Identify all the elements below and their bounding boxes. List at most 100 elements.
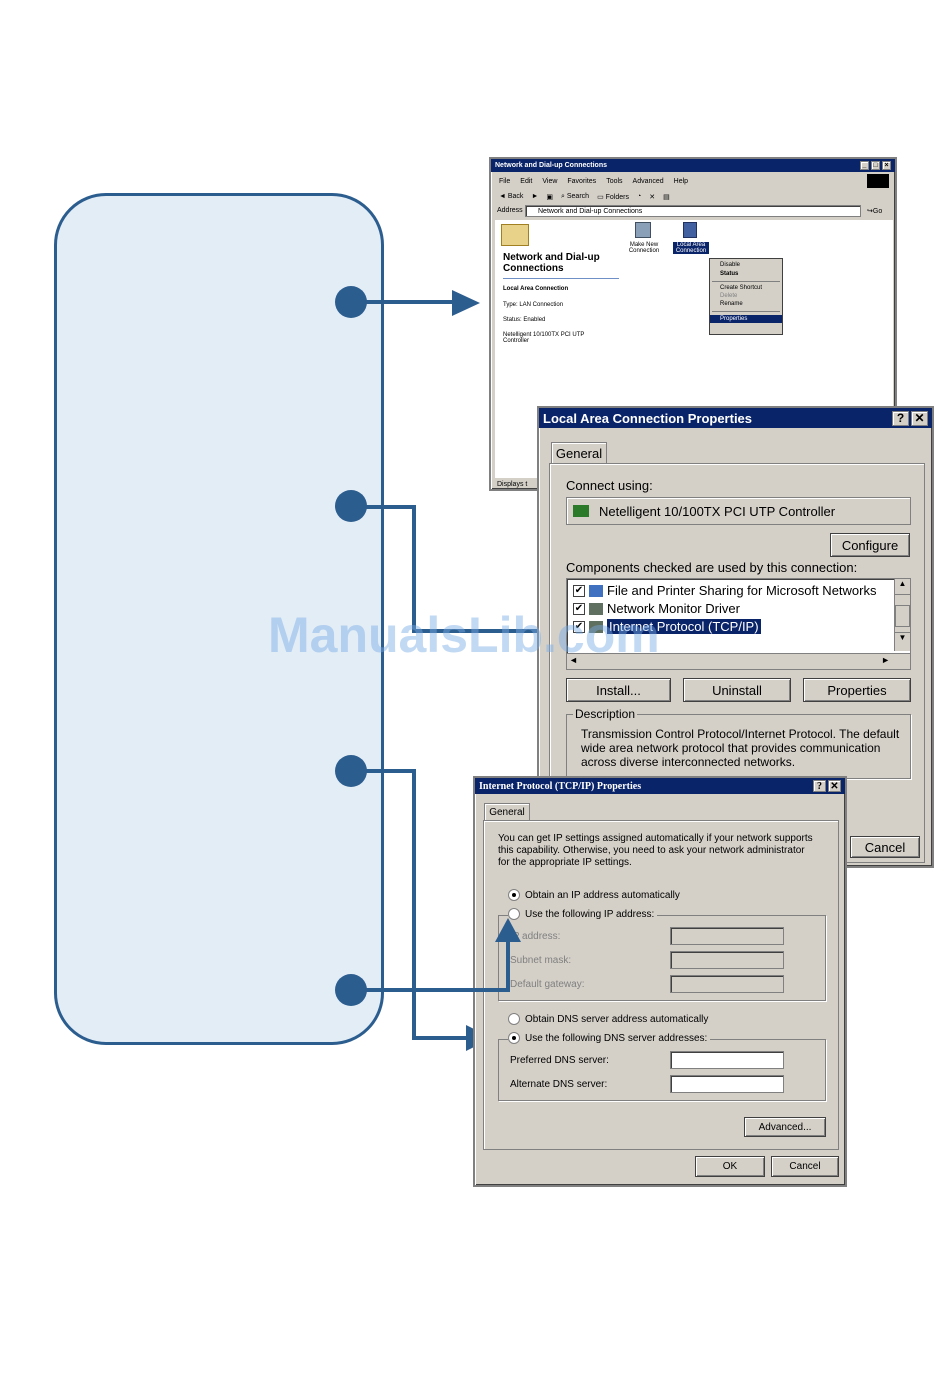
- lan-connection-icon[interactable]: [683, 222, 697, 238]
- make-new-connection-label[interactable]: Make New Connection: [628, 242, 660, 254]
- use-dns-option[interactable]: Use the following DNS server addresses:: [508, 1032, 711, 1044]
- ok-button[interactable]: OK: [695, 1156, 765, 1177]
- close-button[interactable]: ✕: [911, 410, 928, 426]
- info-type: Type: LAN Connection: [503, 302, 564, 308]
- component-item-selected[interactable]: ✔Internet Protocol (TCP/IP): [573, 619, 761, 634]
- maximize-button[interactable]: □: [871, 161, 880, 170]
- intro-text: You can get IP settings assigned automat…: [498, 833, 813, 868]
- checkbox[interactable]: ✔: [573, 584, 585, 597]
- menu-edit[interactable]: Edit: [520, 178, 533, 185]
- folders-button[interactable]: ▭ Folders: [597, 194, 629, 201]
- alternate-dns-field[interactable]: [670, 1075, 784, 1093]
- menu-file[interactable]: File: [499, 178, 511, 185]
- menu-separator: [712, 281, 780, 282]
- explorer-toolbar: ◄ Back ► ▣ ⌕ Search ▭ Folders ◔ ✕ ▤: [499, 193, 670, 201]
- horizontal-scrollbar[interactable]: ◄ ►: [567, 653, 910, 669]
- watermark: ManualsLib.com: [268, 607, 660, 663]
- go-button[interactable]: ↪Go: [867, 208, 883, 215]
- menu-create-shortcut[interactable]: Create Shortcut: [720, 285, 763, 291]
- menu-advanced[interactable]: Advanced: [632, 178, 664, 185]
- cancel-button[interactable]: Cancel: [771, 1156, 839, 1177]
- preferred-dns-label: Preferred DNS server:: [510, 1055, 609, 1066]
- description-group: Description Transmission Control Protoco…: [566, 707, 911, 779]
- minimize-button[interactable]: _: [860, 161, 869, 170]
- help-button[interactable]: ?: [892, 410, 909, 426]
- checkbox[interactable]: ✔: [573, 620, 585, 633]
- connector-line-2c: [412, 629, 540, 633]
- close-button[interactable]: ✕: [828, 780, 841, 792]
- configure-button[interactable]: Configure: [830, 533, 910, 557]
- scroll-up-icon[interactable]: ▲: [895, 579, 910, 595]
- subnet-mask-label: Subnet mask:: [510, 955, 572, 966]
- make-new-connection-icon[interactable]: [635, 222, 651, 238]
- tab-general[interactable]: General: [484, 803, 530, 821]
- components-list[interactable]: ✔File and Printer Sharing for Microsoft …: [566, 578, 911, 670]
- menu-help[interactable]: Help: [673, 178, 689, 185]
- lan-cancel-button[interactable]: Cancel: [850, 836, 920, 858]
- checkbox[interactable]: ✔: [573, 602, 585, 615]
- search-button[interactable]: ⌕ Search: [561, 193, 590, 200]
- heading-divider: [503, 278, 619, 279]
- menu-properties[interactable]: Properties: [710, 315, 782, 323]
- menu-favorites[interactable]: Favorites: [567, 178, 597, 185]
- connector-line-4b: [506, 938, 510, 992]
- preferred-dns-field[interactable]: [670, 1051, 784, 1069]
- uninstall-button[interactable]: Uninstall: [683, 678, 791, 702]
- tab-general[interactable]: General: [551, 442, 607, 464]
- properties-button[interactable]: Properties: [803, 678, 911, 702]
- history-icon[interactable]: ◔: [636, 193, 642, 200]
- tcpip-titlebar: Internet Protocol (TCP/IP) Properties ?✕: [475, 778, 845, 794]
- address-label: Address: [497, 207, 523, 214]
- radio-button[interactable]: [508, 1013, 520, 1025]
- address-bar[interactable]: Network and Dial-up Connections: [525, 205, 861, 217]
- install-button[interactable]: Install...: [566, 678, 671, 702]
- component-item[interactable]: ✔File and Printer Sharing for Microsoft …: [573, 583, 877, 598]
- component-item[interactable]: ✔Network Monitor Driver: [573, 601, 740, 616]
- up-folder-icon[interactable]: ▣: [546, 194, 553, 201]
- menu-view[interactable]: View: [542, 178, 558, 185]
- connector-line-1: [366, 300, 458, 304]
- vertical-scrollbar[interactable]: ▲ ▼: [894, 579, 910, 651]
- menu-delete[interactable]: Delete: [720, 293, 738, 299]
- radio-button[interactable]: [508, 1032, 520, 1044]
- callout-dot-4: [335, 974, 367, 1006]
- menu-disable[interactable]: Disable: [720, 262, 741, 268]
- alternate-dns-label: Alternate DNS server:: [510, 1079, 608, 1090]
- views-icon[interactable]: ▤: [663, 194, 670, 201]
- file-sharing-icon: [589, 584, 603, 597]
- scroll-left-icon[interactable]: ◄: [569, 655, 578, 665]
- connector-line-4a: [366, 988, 510, 992]
- use-ip-option[interactable]: Use the following IP address:: [508, 908, 658, 920]
- scroll-down-icon[interactable]: ▼: [895, 632, 910, 648]
- close-button[interactable]: ×: [882, 161, 891, 170]
- adapter-name: Netelligent 10/100TX PCI UTP Controller: [599, 503, 836, 519]
- help-button[interactable]: ?: [813, 780, 826, 792]
- info-status: Status: Enabled: [503, 317, 546, 323]
- forward-button[interactable]: ►: [531, 193, 539, 200]
- menu-status[interactable]: Status: [720, 271, 739, 277]
- lan-titlebar: Local Area Connection Properties ?✕: [539, 408, 932, 428]
- network-folder-icon: [501, 224, 529, 246]
- back-button[interactable]: ◄ Back: [499, 193, 524, 200]
- callout-dot-2: [335, 490, 367, 522]
- context-menu: Disable Status Create Shortcut Delete Re…: [709, 258, 783, 335]
- connector-line-3c: [412, 1036, 468, 1040]
- obtain-dns-option[interactable]: Obtain DNS server address automatically: [508, 1013, 708, 1025]
- delete-icon[interactable]: ✕: [649, 194, 656, 201]
- subnet-mask-field[interactable]: [670, 951, 784, 969]
- scroll-right-icon[interactable]: ►: [881, 655, 890, 665]
- ip-group: [498, 915, 826, 1001]
- explorer-heading: Network and Dial-up Connections: [503, 252, 600, 274]
- scroll-thumb[interactable]: [895, 605, 910, 627]
- radio-button[interactable]: [508, 908, 520, 920]
- menu-tools[interactable]: Tools: [606, 178, 623, 185]
- connector-line-3b: [412, 769, 416, 1040]
- lan-connection-label[interactable]: Local Area Connection: [673, 242, 709, 254]
- radio-button[interactable]: [508, 889, 520, 901]
- advanced-button[interactable]: Advanced...: [744, 1117, 826, 1137]
- default-gateway-field[interactable]: [670, 975, 784, 993]
- obtain-ip-option[interactable]: Obtain an IP address automatically: [508, 889, 680, 901]
- callout-dot-3: [335, 755, 367, 787]
- menu-rename[interactable]: Rename: [720, 301, 743, 307]
- ip-address-field[interactable]: [670, 927, 784, 945]
